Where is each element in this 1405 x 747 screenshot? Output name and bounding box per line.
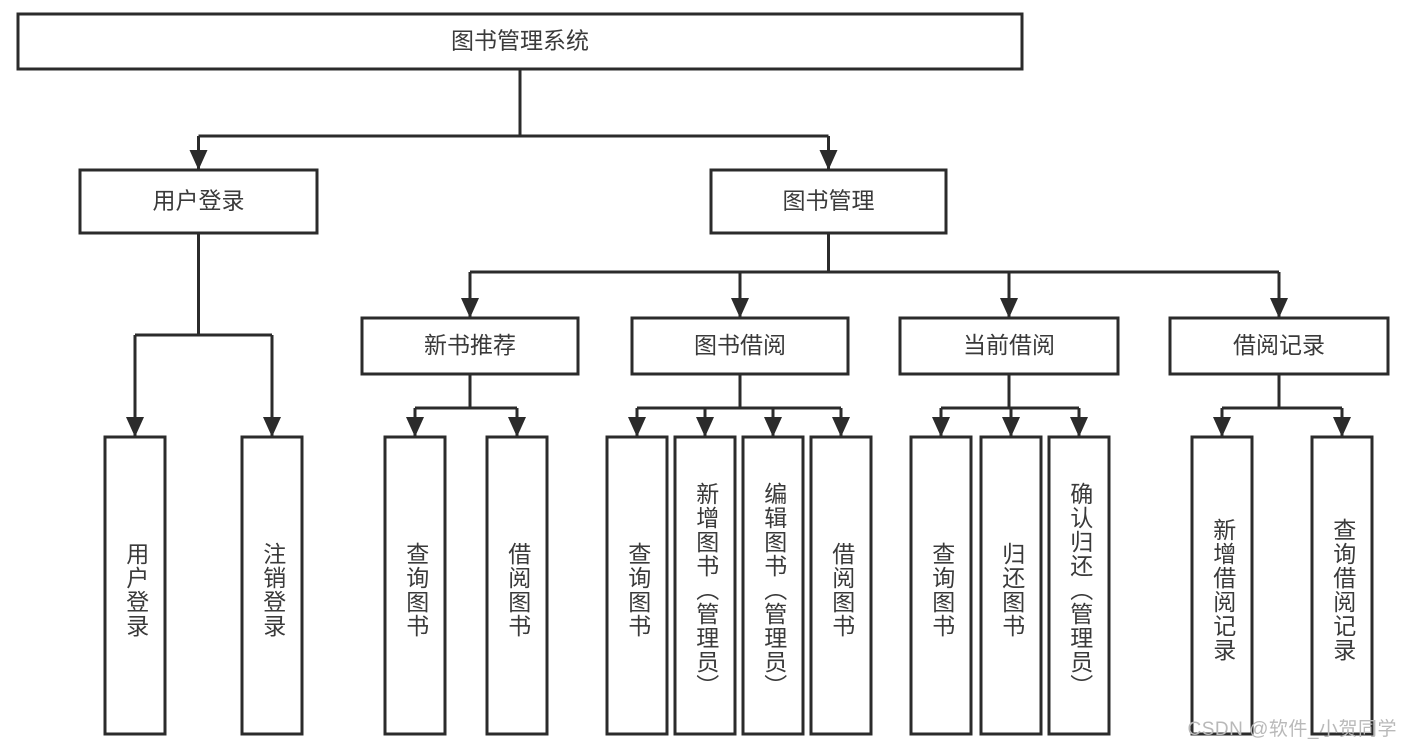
node-box-leaf-logout [240,435,304,736]
arrow-head-borrow-record-to-leaf-add-record [1213,417,1231,437]
node-label-user-login: 用户登录 [153,188,245,214]
node-box-book-borrow [630,316,850,376]
arrow-head-book-borrow-to-leaf-borrow-book [832,417,850,437]
node-box-leaf-user-login [103,435,167,736]
node-box-current-borrow [898,316,1120,376]
arrow-head-user-login-to-leaf-logout [263,417,281,437]
node-box-borrow-record [1168,316,1390,376]
node-box-leaf-query-book-rec [383,435,447,736]
arrow-head-book-manage-to-borrow-record [1270,298,1288,318]
arrow-head-book-manage-to-book-borrow [731,298,749,318]
arrow-head-book-manage-to-current-borrow [1000,298,1018,318]
node-box-leaf-add-book [673,435,737,736]
node-box-leaf-borrow-book [809,435,873,736]
arrow-head-book-borrow-to-leaf-add-book [696,417,714,437]
nodes-layer [16,12,1390,736]
arrow-head-new-book-recommend-to-leaf-query-book-rec [406,417,424,437]
arrow-head-book-manage-to-new-book-recommend [461,298,479,318]
arrow-head-borrow-record-to-leaf-query-record [1333,417,1351,437]
node-label-borrow-record: 借阅记录 [1233,332,1325,358]
arrow-head-book-borrow-to-leaf-query-book-borrow [628,417,646,437]
node-box-user-login [78,168,319,235]
arrow-head-user-login-to-leaf-user-login [126,417,144,437]
watermark-text: CSDN @软件_小贺同学 [1187,719,1397,740]
node-box-book-manage [709,168,948,235]
node-label-root: 图书管理系统 [451,28,589,54]
node-box-root [16,12,1024,71]
arrow-head-current-borrow-to-leaf-return-book [1002,417,1020,437]
node-box-leaf-borrow-book-rec [485,435,549,736]
node-box-leaf-query-book-cur [909,435,973,736]
arrow-head-book-borrow-to-leaf-edit-book [764,417,782,437]
connectors-layer [126,69,1351,437]
arrow-head-root-to-user-login [189,150,208,170]
arrow-head-current-borrow-to-leaf-confirm-return [1070,417,1088,437]
node-box-new-book-recommend [360,316,580,376]
arrow-head-root-to-book-manage [819,150,838,170]
node-label-book-manage: 图书管理 [783,188,875,214]
node-box-leaf-edit-book [741,435,805,736]
node-box-leaf-query-record [1310,435,1374,736]
node-box-leaf-query-book-borrow [605,435,669,736]
node-label-current-borrow: 当前借阅 [963,332,1055,358]
node-box-leaf-add-record [1190,435,1254,736]
node-box-leaf-confirm-return [1047,435,1111,736]
node-box-leaf-return-book [979,435,1043,736]
arrow-head-current-borrow-to-leaf-query-book-cur [932,417,950,437]
node-label-new-book-recommend: 新书推荐 [424,332,516,358]
arrow-head-new-book-recommend-to-leaf-borrow-book-rec [508,417,526,437]
node-label-book-borrow: 图书借阅 [694,332,786,358]
